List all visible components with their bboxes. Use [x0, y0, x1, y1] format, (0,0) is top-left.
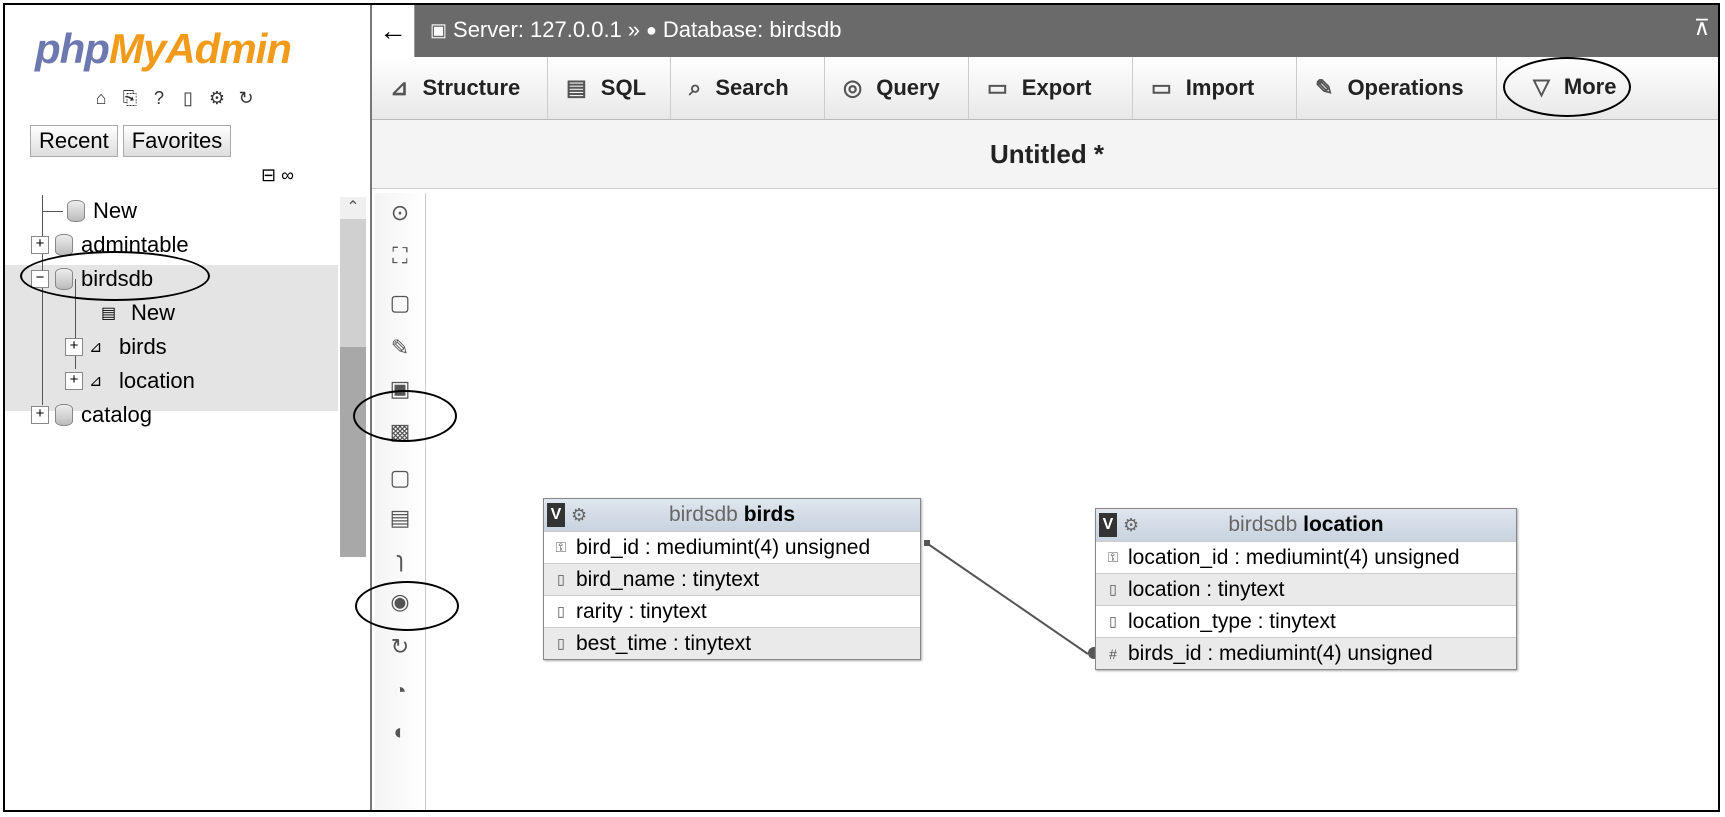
top-bar: ← ▣ Server: 127.0.0.1 » ● Database: bird…: [372, 5, 1718, 57]
tree-item-catalog[interactable]: + catalog: [31, 399, 152, 431]
delete-page-icon[interactable]: ▢: [389, 465, 411, 490]
new-table-icon: ▤: [101, 305, 117, 322]
breadcrumb: ▣ Server: 127.0.0.1 » ● Database: birdsd…: [430, 17, 842, 42]
table-header[interactable]: V ⚙ birdsdb location: [1096, 509, 1516, 541]
export-icon: ▭: [987, 75, 1008, 100]
create-relation-icon[interactable]: ɿ: [396, 547, 404, 572]
tab-more[interactable]: ▽More: [1503, 57, 1631, 117]
back-arrow-icon[interactable]: ←: [372, 5, 415, 57]
table-row[interactable]: ▯location_type : tinytext: [1096, 605, 1516, 637]
structure-icon: ⊿: [390, 75, 409, 100]
gear-icon[interactable]: ⚙: [1123, 514, 1140, 535]
recent-button[interactable]: Recent: [30, 125, 118, 157]
expand-icon[interactable]: +: [65, 338, 83, 356]
tree-item-birds[interactable]: + ⊿ birds: [65, 331, 167, 363]
fullscreen-icon[interactable]: ⛶: [392, 243, 408, 268]
table-row[interactable]: ⚿location_id : mediumint(4) unsigned: [1096, 541, 1516, 573]
new-page-icon[interactable]: ▢: [389, 290, 411, 315]
expand-icon[interactable]: +: [31, 236, 49, 254]
reload-icon[interactable]: ↻: [390, 634, 410, 659]
tab-bar: ⊿Structure ▤SQL ⌕Search ◎Query ▭Export ▭…: [372, 57, 1718, 120]
nav-scrollbar[interactable]: ⌃: [340, 197, 366, 557]
home-icon[interactable]: ⌂: [95, 87, 107, 108]
settings-gear-icon[interactable]: ⚙: [208, 87, 226, 108]
text-column-icon: ▯: [557, 571, 565, 587]
sql-icon: ▤: [566, 75, 587, 100]
help-icon[interactable]: ◔: [393, 678, 407, 703]
help-icon[interactable]: ?: [153, 87, 164, 108]
scroll-thumb[interactable]: [340, 347, 366, 557]
favorites-button[interactable]: Favorites: [122, 125, 232, 157]
search-icon: ⌕: [689, 75, 702, 100]
scroll-up-icon[interactable]: ⌃: [340, 197, 366, 219]
table-row[interactable]: ▯bird_name : tinytext: [544, 563, 920, 595]
relation-line: [924, 540, 1100, 659]
breadcrumb-server[interactable]: Server: 127.0.0.1: [453, 17, 622, 42]
text-column-icon: ▯: [557, 635, 565, 651]
tab-import[interactable]: ▭Import: [1133, 57, 1297, 119]
server-icon: ▣: [430, 19, 448, 40]
navigation-panel: phpMyAdmin ⌂ ⎘ ? ▯ ⚙ ↻ Recent Favorites …: [5, 5, 372, 810]
designer-table-location[interactable]: V ⚙ birdsdb location ⚿location_id : medi…: [1095, 508, 1517, 670]
toggle-columns-icon[interactable]: V: [547, 503, 565, 527]
new-db-icon: [67, 200, 85, 222]
screenshot-frame: phpMyAdmin ⌂ ⎘ ? ▯ ⚙ ↻ Recent Favorites …: [3, 3, 1720, 812]
hash-icon: #: [1109, 645, 1117, 662]
tab-operations[interactable]: ✎Operations: [1297, 57, 1497, 119]
collapse-all-icon[interactable]: ⊟: [261, 165, 277, 185]
table-row[interactable]: #birds_id : mediumint(4) unsigned: [1096, 637, 1516, 669]
link-with-main-icon[interactable]: ∞: [281, 165, 294, 185]
table-row[interactable]: ▯location : tinytext: [1096, 573, 1516, 605]
key-icon: ⚿: [1107, 549, 1119, 565]
angular-links-icon[interactable]: ◐: [393, 719, 407, 744]
tree-item-new-table[interactable]: ▤ New: [101, 300, 176, 325]
table-header[interactable]: V ⚙ birdsdb birds: [544, 499, 920, 531]
expand-icon[interactable]: +: [31, 406, 49, 424]
designer-table-birds[interactable]: V ⚙ birdsdb birds ⚿bird_id : mediumint(4…: [543, 498, 921, 660]
table-icon: ⊿: [89, 339, 103, 356]
save-callout: [353, 390, 457, 442]
relation-callout: [355, 581, 459, 631]
logout-icon[interactable]: ⎘: [122, 87, 138, 108]
table-row[interactable]: ▯rarity : tinytext: [544, 595, 920, 627]
database-icon: ●: [646, 19, 657, 40]
database-icon: [55, 404, 73, 426]
add-tables-icon[interactable]: ▤: [389, 505, 411, 530]
breadcrumb-database[interactable]: Database: birdsdb: [662, 17, 842, 42]
reload-icon[interactable]: ↻: [238, 87, 254, 108]
gear-icon[interactable]: ⚙: [571, 504, 588, 525]
table-row[interactable]: ⚿bird_id : mediumint(4) unsigned: [544, 531, 920, 563]
triangle-down-icon: ▽: [1533, 74, 1550, 99]
open-page-icon[interactable]: ✎: [390, 335, 410, 360]
text-column-icon: ▯: [1109, 613, 1117, 629]
table-row[interactable]: ▯best_time : tinytext: [544, 627, 920, 659]
nav-icon-row: ⌂ ⎘ ? ▯ ⚙ ↻: [90, 87, 257, 109]
page-title: Untitled *: [372, 120, 1718, 189]
expand-icon[interactable]: +: [65, 372, 83, 390]
tree-item-location[interactable]: + ⊿ location: [65, 365, 195, 397]
tab-export[interactable]: ▭Export: [969, 57, 1133, 119]
tab-structure[interactable]: ⊿Structure: [372, 57, 548, 119]
tree-item-new[interactable]: New: [43, 195, 137, 227]
text-column-icon: ▯: [1109, 581, 1117, 597]
tab-query[interactable]: ◎Query: [825, 57, 969, 119]
show-hide-menu-icon[interactable]: ⊙: [390, 200, 410, 225]
docs-icon[interactable]: ▯: [183, 87, 193, 108]
table-icon: ⊿: [89, 373, 103, 390]
phpmyadmin-logo[interactable]: phpMyAdmin: [35, 25, 292, 72]
tab-sql[interactable]: ▤SQL: [548, 57, 671, 119]
query-icon: ◎: [843, 75, 863, 100]
maximize-icon[interactable]: ⊼: [1693, 15, 1710, 40]
tab-search[interactable]: ⌕Search: [671, 57, 825, 119]
import-icon: ▭: [1151, 75, 1172, 100]
toggle-columns-icon[interactable]: V: [1099, 513, 1117, 537]
key-icon: ⚿: [555, 539, 567, 555]
wrench-icon: ✎: [1315, 75, 1334, 100]
birdsdb-callout: [20, 251, 210, 301]
text-column-icon: ▯: [557, 603, 565, 619]
